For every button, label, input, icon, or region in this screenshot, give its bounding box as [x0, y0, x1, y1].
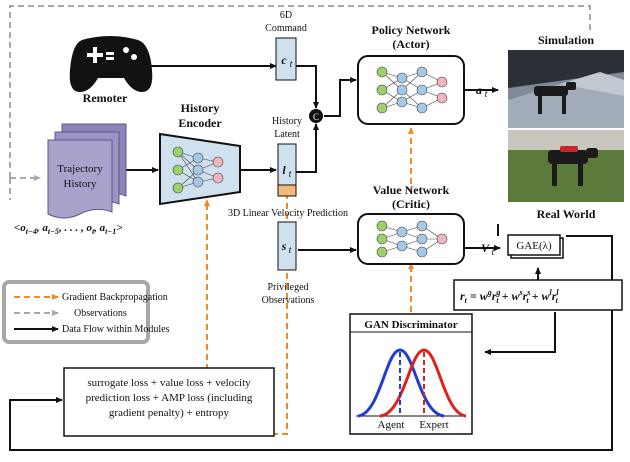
- trajectory-history: Trajectory History <ot−4, at−5, . . . , …: [14, 123, 127, 236]
- command-sub: t: [290, 59, 293, 70]
- command-symbol: c: [281, 53, 287, 67]
- command-to-concat: [296, 65, 319, 109]
- history-latent-vector: History Latent l t: [272, 116, 302, 197]
- state-sub: t: [289, 245, 292, 256]
- gae-label: GAE(λ): [516, 240, 552, 252]
- real-robot-icon: [548, 146, 598, 186]
- legend-dataflow: Data Flow within Modules: [62, 324, 170, 335]
- real-world-panel: Real World: [508, 130, 624, 221]
- latent-symbol: l: [282, 163, 286, 177]
- concat-node: C: [309, 109, 323, 123]
- value-nn-icon: [376, 220, 448, 258]
- action-sub: t: [485, 89, 488, 100]
- gamepad-icon: [69, 36, 153, 92]
- gae-to-loss-loop: [9, 235, 613, 451]
- legend-observations: Observations: [74, 308, 127, 319]
- privileged-label-line2: Observations: [262, 295, 315, 306]
- value-subtitle: (Critic): [392, 197, 430, 211]
- latent-label-line2: Latent: [274, 129, 300, 140]
- legend: Gradient Backpropagation Observations Da…: [2, 280, 170, 344]
- policy-nn-icon: [376, 66, 448, 114]
- latent-to-concat: [296, 123, 319, 173]
- encoder-title-line1: History: [181, 101, 220, 115]
- privileged-vector: 3D Linear Velocity Prediction s t Privil…: [228, 208, 348, 306]
- velocity-prediction-label: 3D Linear Velocity Prediction: [228, 208, 348, 219]
- expert-distribution-curve: [379, 348, 467, 418]
- loss-line-3: gradient penalty) + entropy: [109, 407, 230, 419]
- privileged-label-line1: Privileged: [267, 282, 308, 293]
- dataflow-lines: [9, 63, 613, 451]
- value-symbol: V: [481, 241, 490, 255]
- sim-robot-icon: [534, 82, 576, 114]
- observation-lines: [9, 5, 591, 200]
- simulation-title: Simulation: [538, 33, 594, 47]
- command-label-line2: Command: [265, 23, 307, 34]
- history-encoder: History Encoder: [159, 101, 241, 206]
- value-sub: t: [492, 247, 495, 258]
- policy-subtitle: (Actor): [392, 37, 429, 51]
- policy-network: Policy Network (Actor) a t: [357, 23, 488, 125]
- gan-agent-label: Agent: [378, 419, 405, 431]
- state-symbol: s: [281, 239, 287, 253]
- encoder-nn-icon: [172, 146, 224, 194]
- concat-to-policy: [324, 77, 357, 117]
- latent-label-line1: History: [272, 116, 302, 127]
- policy-title: Policy Network: [372, 23, 451, 37]
- action-symbol: a: [476, 83, 482, 97]
- trajectory-label-line2: History: [64, 178, 98, 190]
- encoder-title-line2: Encoder: [178, 116, 222, 130]
- gan-to-reward-line: [484, 312, 556, 355]
- remoter: Remoter: [69, 36, 153, 105]
- command-label-line1: 6D: [280, 10, 292, 21]
- gan-title: GAN Discriminator: [364, 319, 457, 331]
- value-network: Value Network (Critic) V t: [357, 183, 495, 265]
- remoter-label: Remoter: [83, 91, 128, 105]
- simulation-panel: Simulation: [508, 33, 624, 128]
- loss-line-2: prediction loss + AMP loss (including: [86, 392, 253, 404]
- trajectory-label-line1: Trajectory: [57, 163, 103, 175]
- value-title: Value Network: [373, 183, 450, 197]
- command-vector: 6D Command c t: [265, 10, 307, 81]
- agent-distribution-curve: [357, 348, 445, 418]
- real-world-title: Real World: [537, 207, 596, 221]
- gan-discriminator: GAN Discriminator Agent Expert: [349, 313, 473, 435]
- loss-box: surrogate loss + value loss + velocity p…: [63, 367, 275, 437]
- gae-box: GAE(λ): [507, 234, 564, 259]
- trajectory-sequence: <ot−4, at−5, . . . , ot, at−1>: [14, 222, 123, 236]
- legend-gradient: Gradient Backpropagation: [62, 292, 168, 303]
- concat-symbol: C: [313, 112, 319, 122]
- latent-sub: t: [289, 169, 292, 180]
- gan-expert-label: Expert: [419, 419, 448, 431]
- observation-loop-line: [9, 5, 591, 178]
- loss-line-1: surrogate loss + value loss + velocity: [87, 377, 251, 389]
